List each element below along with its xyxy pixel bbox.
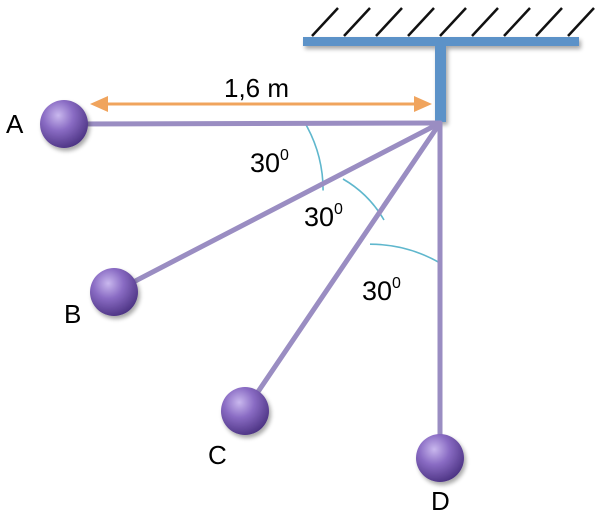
angle-value: 30 [304, 202, 334, 232]
support-post [435, 42, 446, 122]
angle-label-ab: 300 [250, 147, 289, 178]
string-c [242, 120, 443, 414]
angle-degree-sup: 0 [392, 275, 401, 292]
string-b [111, 120, 443, 295]
ball-c [221, 387, 269, 435]
length-dimension [90, 96, 432, 112]
hatch-mark [503, 7, 531, 37]
angle-label-cd: 300 [362, 275, 401, 306]
dimension-arrowhead-left [90, 96, 108, 112]
ceiling-hatch [311, 7, 595, 37]
hatch-mark [535, 7, 563, 37]
angle-label-bc: 300 [304, 201, 343, 232]
length-label: 1,6 m [224, 73, 289, 103]
angle-arc-ab [304, 122, 324, 191]
hatch-mark [375, 7, 403, 37]
hatch-mark [407, 7, 435, 37]
hatch-mark [311, 7, 339, 37]
angle-arc-cd [369, 243, 441, 264]
hatch-mark [567, 7, 595, 37]
ball-a [40, 100, 88, 148]
hatch-mark [471, 7, 499, 37]
hatch-mark [343, 7, 371, 37]
label-c: C [208, 440, 227, 470]
angle-value: 30 [250, 148, 280, 178]
angle-degree-sup: 0 [334, 201, 343, 218]
dimension-arrowhead-right [414, 96, 432, 112]
ceiling-support [303, 37, 579, 122]
angle-arc-bc [342, 178, 385, 221]
string-a [61, 120, 443, 127]
ceiling-beam [303, 37, 579, 46]
label-a: A [6, 109, 24, 139]
label-d: D [431, 486, 450, 516]
angle-value: 30 [362, 276, 392, 306]
hatch-mark [439, 7, 467, 37]
angle-degree-sup: 0 [280, 147, 289, 164]
label-b: B [64, 299, 81, 329]
ball-b [90, 268, 138, 316]
ball-d [416, 434, 464, 482]
